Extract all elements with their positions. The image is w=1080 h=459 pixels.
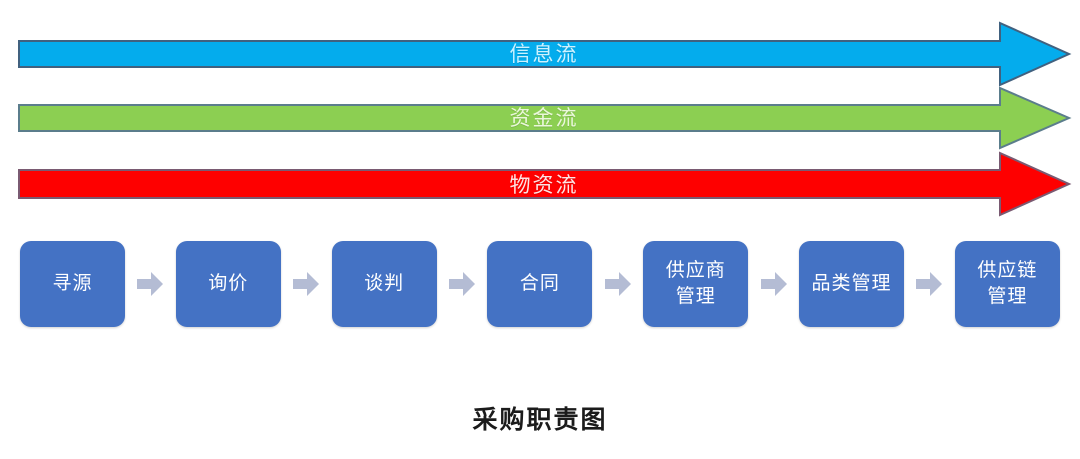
step-connector-4 [604,271,632,297]
process-step-label: 合同 [519,272,560,294]
diagram-caption: 采购职责图 [472,406,608,434]
flow-arrow-information: 信息流 [18,21,1072,87]
right-arrow-icon [449,272,476,296]
flow-arrow-material: 物资流 [18,151,1072,217]
process-step-label: 品类管理 [811,272,892,294]
right-arrow-icon [604,272,631,296]
process-step-contract[interactable]: 合同 [487,241,593,327]
process-step-supplier-management[interactable]: 供应商 管理 [643,241,749,327]
right-arrow-icon [760,272,787,296]
process-step-label: 询价 [208,272,249,294]
step-connector-3 [448,271,476,297]
step-connector-2 [292,271,320,297]
process-step-sourcing[interactable]: 寻源 [20,241,125,327]
step-connector-1 [136,271,164,297]
process-step-label: 供应链 管理 [977,259,1038,307]
process-step-negotiation[interactable]: 谈判 [331,241,437,327]
process-step-supply-chain-management[interactable]: 供应链 管理 [954,241,1060,327]
process-step-label: 谈判 [364,272,405,294]
flow-arrow-capital: 资金流 [18,86,1072,150]
right-arrow-icon [916,272,943,296]
process-step-label: 供应商 管理 [665,259,726,307]
flow-arrow-information-shape [18,21,1072,87]
right-arrow-icon [137,272,164,296]
process-step-category-management[interactable]: 品类管理 [799,241,905,327]
right-arrow-icon [293,272,320,296]
process-step-label: 寻源 [52,272,93,294]
procurement-process-chain: 寻源 询价 谈判 合同 [20,239,1060,329]
step-connector-5 [760,271,788,297]
process-step-inquiry[interactable]: 询价 [175,241,281,327]
flow-arrow-capital-shape [18,86,1072,150]
flow-arrow-material-shape [18,151,1072,217]
step-connector-6 [915,271,943,297]
